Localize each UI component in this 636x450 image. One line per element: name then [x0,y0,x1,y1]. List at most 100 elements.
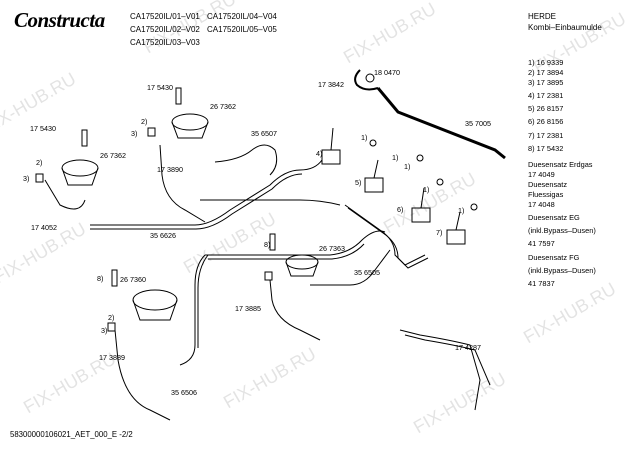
ignition-cable [404,334,491,386]
parts-list-item: Duesensatz EG [528,213,580,223]
parts-list-item: (inkl.Bypass–Dusen) [528,265,596,275]
callout-label: 17 3842 [318,80,344,89]
callout-label: 35 6626 [150,231,176,240]
gas-pipe [200,199,341,206]
callout-label: 1) [404,162,411,171]
gas-pipe [90,159,323,226]
callout-label: 18 0470 [374,68,400,77]
gas-pipe [90,173,303,230]
sealing-ring [365,73,375,83]
subcategory-label: Kombi–Einbaumulde [528,23,602,32]
spark-igniter [269,233,276,251]
burner-cup [171,113,209,131]
parts-list-item: 7) 17 2381 [528,130,564,140]
callout-label: 17 3890 [157,165,183,174]
callout-label: 17 4052 [31,223,57,232]
parts-list-item: Duesensatz FG [528,252,580,262]
callout-label: 26 7362 [100,151,126,160]
callout-label: 26 7362 [210,102,236,111]
parts-list: 1) 16 9339 2) 17 3894 3) 17 3895 4) 17 2… [528,58,596,289]
parts-list-item: 1) 16 9339 [528,58,564,67]
callout-label: 2) [36,158,43,167]
model-number: CA17520IL/05–V05 [207,25,277,34]
parts-list-item: 17 4049 [528,169,555,179]
burner-body [132,299,178,321]
valve-spindle [373,159,379,179]
callout-label: 26 7363 [319,244,345,253]
callout-label: 3) [101,326,108,335]
valve-spindle [420,187,425,209]
document-id: 58300000106021_AET_000_E -2/2 [10,430,133,439]
model-number: CA17520IL/01–V01 [130,12,200,21]
parts-list-item: Duesensatz [528,179,568,189]
callout-label: 35 6507 [251,129,277,138]
valve-spindle [330,127,334,151]
callout-label: 6) [397,205,404,214]
parts-list-item: 17 4048 [528,200,555,210]
callout-label: 17 3885 [235,304,261,313]
gas-valve [411,207,431,223]
model-number: CA17520IL/02–V02 [130,25,200,34]
burner-cup [285,254,319,270]
gas-pipe [310,249,391,286]
valve-spindle [455,211,461,231]
spark-igniter [175,87,182,105]
gas-valve [321,149,341,165]
thermocouple-wire [114,329,171,421]
gas-pipe [197,254,209,348]
burner-body [171,121,209,139]
parts-list-item: 5) 26 8157 [528,104,564,114]
callout-label: 3) [131,129,138,138]
nozzle-part [147,127,156,137]
spark-igniter [111,269,118,287]
parts-list-item: 41 7597 [528,239,555,249]
thermocouple-wire [269,279,321,341]
parts-list-item: 3) 17 3895 [528,78,564,88]
callout-label: 17 5430 [147,83,173,92]
burner-body [285,261,319,277]
callout-label: 4) [316,149,323,158]
bypass-screw [416,154,424,162]
bypass-screw [436,178,444,186]
callout-label: 17 4287 [455,343,481,352]
bypass-screw [470,203,478,211]
callout-label: 2) [141,117,148,126]
gas-pipe [214,144,278,176]
callout-label: 35 6506 [171,388,197,397]
parts-list-item: 4) 17 2381 [528,91,564,101]
burner-cup [132,289,178,311]
callout-label: 5) [355,178,362,187]
callout-label: 1) [361,133,368,142]
callout-label: 2) [108,313,115,322]
gas-pipe [205,230,386,256]
callout-label: 17 5430 [30,124,56,133]
callout-label: 1) [458,206,465,215]
gas-pipe [179,254,206,366]
parts-list-item: Duesensatz Erdgas [528,159,593,169]
model-number: CA17520IL/04–V04 [207,12,277,21]
bypass-screw [369,139,377,147]
callout-label: 7) [436,228,443,237]
gas-pipe [347,207,429,269]
callout-label: 8) [97,274,104,283]
model-number: CA17520IL/03–V03 [130,38,200,47]
callout-label: 17 3889 [99,353,125,362]
burner-body [61,167,99,186]
parts-list-item: 8) 17 5432 [528,143,564,153]
burner-cup [61,159,99,177]
parts-list-item: 41 7837 [528,278,555,288]
callout-label: 8) [264,240,271,249]
gas-inlet-elbow [354,69,379,91]
brand-logo: Constructa [14,8,105,32]
nozzle-part [107,322,116,332]
callout-label: 26 7360 [120,275,146,284]
callout-label: 1) [392,153,399,162]
parts-list-item: Fluessigas [528,190,564,200]
callout-label: 35 6505 [354,268,380,277]
gas-valve [446,229,466,245]
gas-valve [364,177,384,193]
thermocouple-wire [159,144,206,223]
parts-list-item: 2) 17 3894 [528,68,564,78]
spark-igniter [81,129,88,147]
